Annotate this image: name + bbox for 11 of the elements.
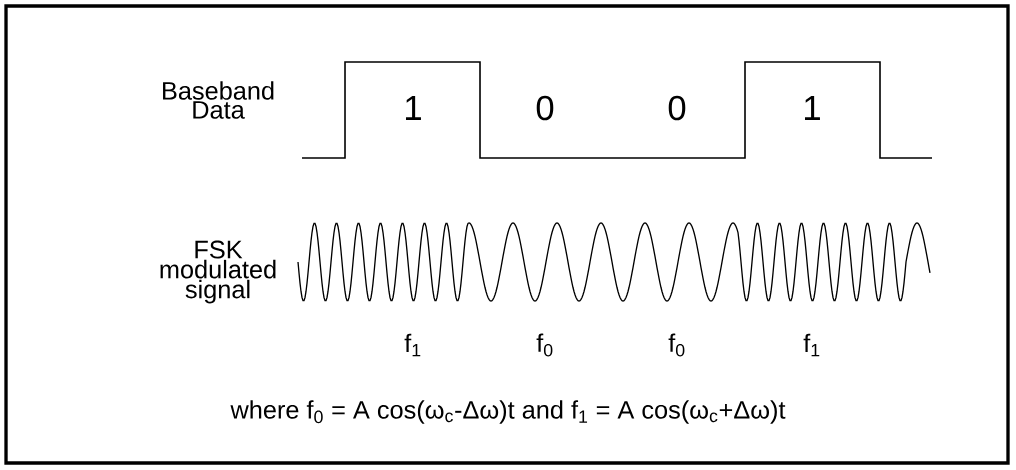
row-label: Baseband Data <box>163 81 274 119</box>
bit-value: 0 <box>668 95 686 121</box>
formula-note: where f$_{0}$ = A cos(ω$_{c}$-Δω)t and f$_{1}$ = A cos(ω$_{c}$+Δω)t <box>230 400 786 424</box>
frequency-label: f$_{0}$ <box>536 333 553 357</box>
frequency-label: f$_{1}$ <box>404 333 421 357</box>
bit-value: 1 <box>406 96 421 120</box>
bit-value: 0 <box>536 95 554 121</box>
frequency-label: f$_{1}$ <box>803 333 820 357</box>
bit-value: 1 <box>805 96 820 120</box>
frequency-label: f$_{0}$ <box>668 333 685 357</box>
row-label: FSK modulated signal <box>160 240 276 304</box>
